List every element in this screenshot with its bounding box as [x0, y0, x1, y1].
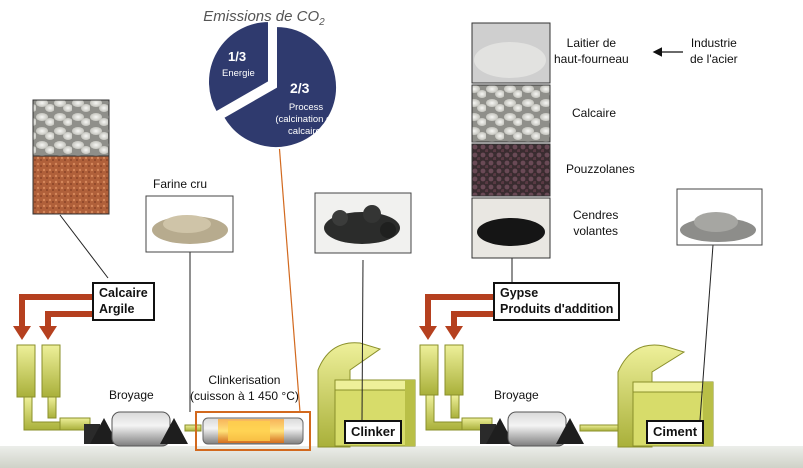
- photo-calcaire-argile: [32, 99, 110, 215]
- addition-silos: [419, 344, 493, 431]
- broyage-2-label: Broyage: [494, 388, 539, 402]
- grinder-1: [84, 411, 202, 447]
- pie-slice-process: [221, 24, 338, 149]
- energie-fraction: 1/3: [228, 49, 247, 64]
- photo-calcaire-addition: [471, 84, 551, 143]
- farine-cru-label: Farine cru: [153, 177, 208, 191]
- photo-pouzzolanes: [471, 143, 551, 197]
- photo-laitier: [471, 22, 551, 84]
- clinkerisation-label: Clinkerisation(cuisson à 1 450 °C): [190, 373, 299, 403]
- pie-slice-energie: [207, 19, 270, 114]
- clinker-box: Clinker: [344, 420, 403, 445]
- ciment-box: Ciment: [646, 420, 705, 445]
- pouzzolanes-label: Pouzzolanes: [566, 162, 635, 176]
- photo-clinker: [314, 192, 412, 254]
- addition-feed-arrows: [425, 294, 495, 327]
- calcaire-addition-label: Calcaire: [572, 106, 617, 120]
- co2-title: Emissions de CO2: [203, 8, 325, 28]
- photo-farine-cru: [145, 195, 234, 253]
- energie-label: Energie: [222, 68, 255, 79]
- process-fraction: 2/3: [290, 80, 310, 96]
- photo-cendres: [471, 197, 551, 259]
- raw-silos: [16, 344, 91, 431]
- grinder-2: [480, 411, 621, 447]
- raw-feed-arrows: [19, 294, 92, 327]
- photo-ciment: [676, 188, 763, 246]
- ground: [0, 446, 803, 468]
- process-label: Process (calcination du calcaire): [275, 102, 337, 137]
- broyage-1-label: Broyage: [109, 388, 154, 402]
- leader-lines: [59, 214, 714, 421]
- co2-leader-line: [277, 129, 301, 413]
- kiln: [195, 411, 311, 451]
- co2-emissions-pie: [207, 19, 338, 149]
